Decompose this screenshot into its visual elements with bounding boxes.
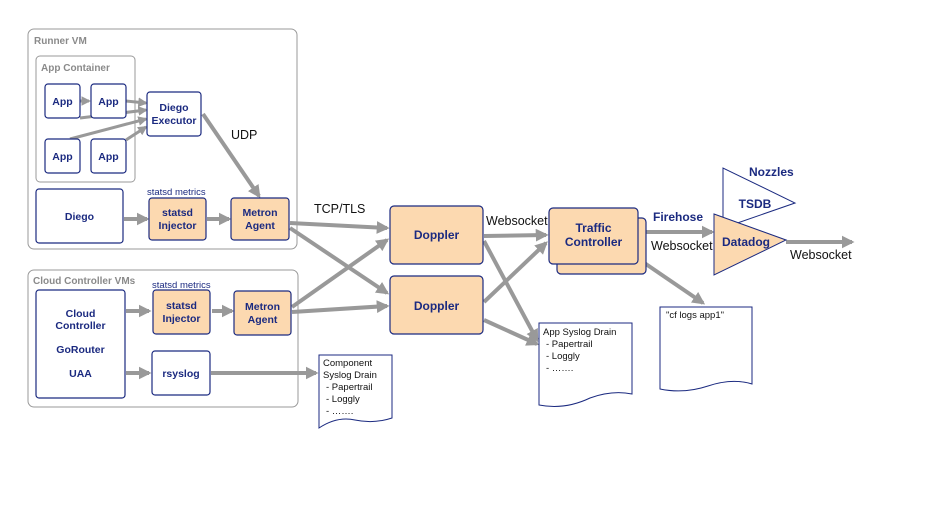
statsd-injector-node-1: statsd Injector <box>148 197 207 241</box>
doppler-node-1: Doppler <box>389 205 484 265</box>
arrow-metron2-to-doppler2 <box>291 300 390 314</box>
traffic-controller-label-1: Traffic <box>575 221 611 235</box>
websocket-label-2: Websocket <box>651 239 713 253</box>
firehose-label: Firehose <box>653 210 703 224</box>
traffic-controller-node: Traffic Controller <box>548 207 647 275</box>
app-node-1: App <box>44 83 81 119</box>
nozzles-label: Nozzles <box>749 165 794 179</box>
statsd-injector-1-label-1: statsd <box>162 207 193 219</box>
tsdb-label: TSDB <box>739 197 772 211</box>
app-label-4: App <box>98 151 118 163</box>
arrow-metron2-to-doppler1 <box>290 238 390 309</box>
arrow-doppler2-to-tc <box>482 241 548 304</box>
statsd-metrics-label-2: statsd metrics <box>152 280 211 291</box>
app-drain-line-1: App Syslog Drain <box>543 327 616 338</box>
component-drain-line-3: - Papertrail <box>326 382 372 393</box>
diego-executor-label-2: Executor <box>152 115 197 127</box>
cloud-controller-label-1: Cloud <box>66 308 96 320</box>
app-drain-line-3: - Loggly <box>546 351 580 362</box>
statsd-injector-node-2: statsd Injector <box>152 289 211 335</box>
app-label-1: App <box>52 96 72 108</box>
tcp-tls-label: TCP/TLS <box>314 202 365 216</box>
doppler-2-label: Doppler <box>414 299 460 313</box>
datadog-label: Datadog <box>722 235 770 249</box>
app-label-3: App <box>52 151 72 163</box>
cloud-controller-vms-title: Cloud Controller VMs <box>33 276 136 287</box>
diego-node: Diego <box>35 188 124 244</box>
datadog-nozzle: Datadog <box>713 213 788 276</box>
cloud-controller-label-2: Controller <box>55 320 105 332</box>
arrow-app-to-executor-3 <box>69 116 148 141</box>
udp-label: UDP <box>231 128 257 142</box>
diego-executor-node: Diego Executor <box>146 91 202 137</box>
app-node-3: App <box>44 138 81 174</box>
metron-agent-1-label-2: Agent <box>245 220 275 232</box>
cf-logs-doc: "cf logs app1" <box>659 306 753 392</box>
arrow-doppler2-to-app-drain <box>483 318 540 346</box>
diego-executor-label-1: Diego <box>159 102 188 114</box>
arrow-doppler1-to-app-drain <box>482 240 539 343</box>
app-container-title: App Container <box>41 63 110 74</box>
component-syslog-drain-doc: Component Syslog Drain - Papertrail - Lo… <box>318 354 393 429</box>
runner-vm-title: Runner VM <box>34 36 87 47</box>
metron-agent-2-label-2: Agent <box>248 314 278 326</box>
app-node-2: App <box>90 83 127 119</box>
component-drain-line-5: - ……. <box>326 406 353 417</box>
rsyslog-label: rsyslog <box>162 368 199 380</box>
app-label-2: App <box>98 96 118 108</box>
websocket-label-3: Websocket <box>790 248 852 262</box>
arrow-app-to-executor-4 <box>125 125 148 142</box>
uaa-label: UAA <box>69 368 92 380</box>
metron-agent-node-2: Metron Agent <box>233 290 292 336</box>
arrow-metron1-to-doppler1 <box>289 221 390 234</box>
metron-agent-2-label-1: Metron <box>245 301 280 313</box>
doppler-node-2: Doppler <box>389 275 484 335</box>
cloud-controller-node: Cloud Controller GoRouter UAA <box>35 289 126 399</box>
app-node-4: App <box>90 138 127 174</box>
statsd-injector-2-label-1: statsd <box>166 300 197 312</box>
arrow-executor-to-metron-udp <box>201 112 261 199</box>
app-drain-line-2: - Papertrail <box>546 339 592 350</box>
component-drain-line-4: - Loggly <box>326 394 360 405</box>
cf-logs-line-1: "cf logs app1" <box>666 310 724 321</box>
metron-agent-1-label-1: Metron <box>243 207 278 219</box>
statsd-injector-2-label-2: Injector <box>163 313 201 325</box>
rsyslog-node: rsyslog <box>151 350 211 396</box>
gorouter-label: GoRouter <box>56 344 104 356</box>
arrow-app-to-executor-1 <box>125 97 148 108</box>
arrow-metron1-to-doppler2 <box>288 226 390 295</box>
statsd-metrics-label-1: statsd metrics <box>147 187 206 198</box>
doppler-1-label: Doppler <box>414 228 460 242</box>
metron-agent-node-1: Metron Agent <box>230 197 290 241</box>
traffic-controller-label-2: Controller <box>565 235 623 249</box>
component-drain-line-1: Component <box>323 358 372 369</box>
tsdb-nozzle: TSDB <box>722 167 797 229</box>
app-drain-line-4: - ……. <box>546 363 573 374</box>
arrow-doppler1-to-tc <box>483 228 549 242</box>
websocket-label-1: Websocket <box>486 214 548 228</box>
arrow-tc-to-cf-logs <box>638 258 706 305</box>
statsd-injector-1-label-2: Injector <box>159 220 197 232</box>
component-drain-line-2: Syslog Drain <box>323 370 377 381</box>
app-syslog-drain-doc: App Syslog Drain - Papertrail - Loggly -… <box>538 322 633 407</box>
diego-label: Diego <box>65 211 94 223</box>
